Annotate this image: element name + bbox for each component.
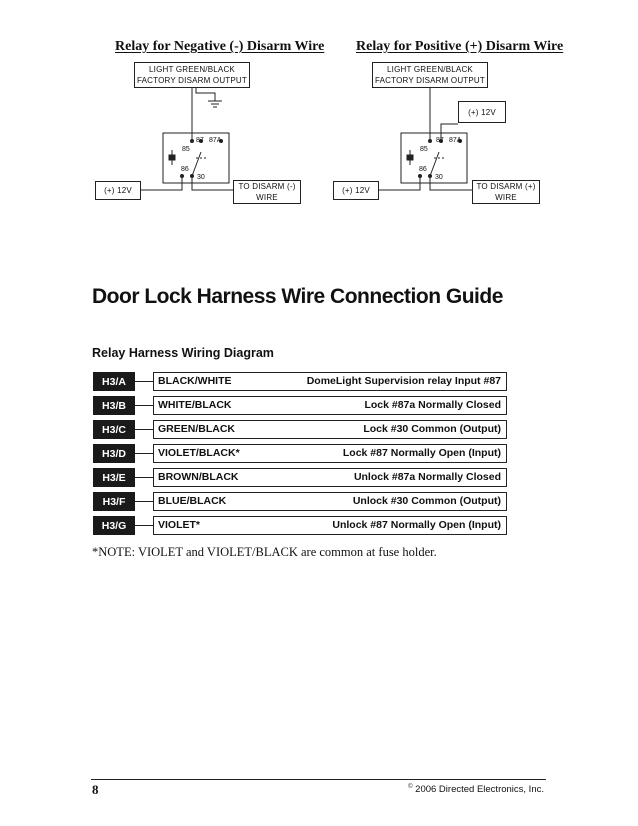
harness-row: H3/A BLACK/WHITE DomeLight Supervision r… [93,372,513,391]
connector-line [135,501,153,502]
wire-box: BLACK/WHITE DomeLight Supervision relay … [153,372,507,391]
wire-color: BLUE/BLACK [158,495,227,507]
pin-30-right: 30 [435,174,443,181]
wire-color: BROWN/BLACK [158,471,239,483]
connector-line [135,429,153,430]
supply-wire-right [378,176,421,191]
wire-color: WHITE/BLACK [158,399,232,411]
pin-86-left: 86 [181,166,189,173]
wire-color: VIOLET/BLACK* [158,447,240,459]
wire-function: Unlock #30 Common (Output) [352,495,501,507]
footer-rule [91,779,546,780]
wire-box: VIOLET* Unlock #87 Normally Open (Input) [153,516,507,535]
connector-line [135,453,153,454]
supply-wire-left [141,176,183,191]
diagram-title-negative: Relay for Negative (-) Disarm Wire [115,39,325,54]
pin-30-left: 30 [197,174,205,181]
output-box-positive-label: TO DISARM (+) WIRE [476,182,536,202]
wire-function: Lock #30 Common (Output) [363,423,501,435]
connector-line [135,405,153,406]
pin-85-right: 85 [420,146,428,153]
input-box-positive: LIGHT GREEN/BLACK FACTORY DISARM OUTPUT [372,62,488,88]
pin-87a-left: 87A [209,137,222,144]
wire-box: BLUE/BLACK Unlock #30 Common (Output) [153,492,507,511]
pin-87-right: 87 [436,137,444,144]
wire-function: Lock #87 Normally Open (Input) [342,447,501,459]
supply-box-positive: (+) 12V [333,181,379,200]
page-number: 8 [92,782,99,797]
input-box-negative: LIGHT GREEN/BLACK FACTORY DISARM OUTPUT [134,62,250,88]
wire-color: GREEN/BLACK [158,423,236,435]
wire-color: VIOLET* [158,519,201,531]
harness-row: H3/F BLUE/BLACK Unlock #30 Common (Outpu… [93,492,513,511]
pin-87a-right: 87A [449,137,462,144]
supply-top-box-positive: (+) 12V [458,101,506,123]
pin-86-right: 86 [419,166,427,173]
copyright-symbol: © [408,784,413,790]
wire-box: WHITE/BLACK Lock #87a Normally Closed [153,396,507,415]
harness-pin: H3/A [93,372,135,391]
connector-line [135,477,153,478]
harness-row: H3/G VIOLET* Unlock #87 Normally Open (I… [93,516,513,535]
connector-line [135,381,153,382]
harness-pin: H3/G [93,516,135,535]
pin-85-left: 85 [182,146,190,153]
harness-row: H3/B WHITE/BLACK Lock #87a Normally Clos… [93,396,513,415]
wire-function: Lock #87a Normally Closed [364,399,501,411]
harness-row: H3/C GREEN/BLACK Lock #30 Common (Output… [93,420,513,439]
ground-wire-left [195,88,216,101]
wire-function: Unlock #87a Normally Closed [353,471,501,483]
output-box-negative-label: TO DISARM (-) WIRE [238,182,296,202]
harness-title: Relay Harness Wiring Diagram [92,346,274,360]
wire-function: DomeLight Supervision relay Input #87 [306,375,501,387]
relay-wiring-diagrams [141,88,472,191]
wire-box: BROWN/BLACK Unlock #87a Normally Closed [153,468,507,487]
relay-right [400,132,468,184]
input-box-positive-label: LIGHT GREEN/BLACK FACTORY DISARM OUTPUT [375,65,485,85]
diagram-title-positive: Relay for Positive (+) Disarm Wire [356,39,564,54]
output-box-negative: TO DISARM (-) WIRE [233,180,301,204]
footnote: *NOTE: VIOLET and VIOLET/BLACK are commo… [92,545,437,559]
wire-box: VIOLET/BLACK* Lock #87 Normally Open (In… [153,444,507,463]
output-wire-left [191,176,233,191]
wire-color: BLACK/WHITE [158,375,232,387]
copyright: © 2006 Directed Electronics, Inc. [408,784,544,795]
harness-row: H3/D VIOLET/BLACK* Lock #87 Normally Ope… [93,444,513,463]
harness-pin: H3/B [93,396,135,415]
connector-line [135,525,153,526]
harness-row: H3/E BROWN/BLACK Unlock #87a Normally Cl… [93,468,513,487]
harness-pin: H3/C [93,420,135,439]
guide-title: Door Lock Harness Wire Connection Guide [92,285,503,308]
relay-left [162,132,230,184]
supply-box-negative: (+) 12V [95,181,141,200]
input-box-negative-label: LIGHT GREEN/BLACK FACTORY DISARM OUTPUT [137,65,247,85]
output-box-positive: TO DISARM (+) WIRE [472,180,540,204]
supply-wire-right-top [440,123,458,141]
harness-pin: H3/D [93,444,135,463]
pin-87-left: 87 [196,137,204,144]
harness-pin: H3/E [93,468,135,487]
output-wire-right [429,176,472,191]
harness-pin: H3/F [93,492,135,511]
copyright-text: 2006 Directed Electronics, Inc. [415,784,544,795]
wire-box: GREEN/BLACK Lock #30 Common (Output) [153,420,507,439]
wire-function: Unlock #87 Normally Open (Input) [332,519,501,531]
